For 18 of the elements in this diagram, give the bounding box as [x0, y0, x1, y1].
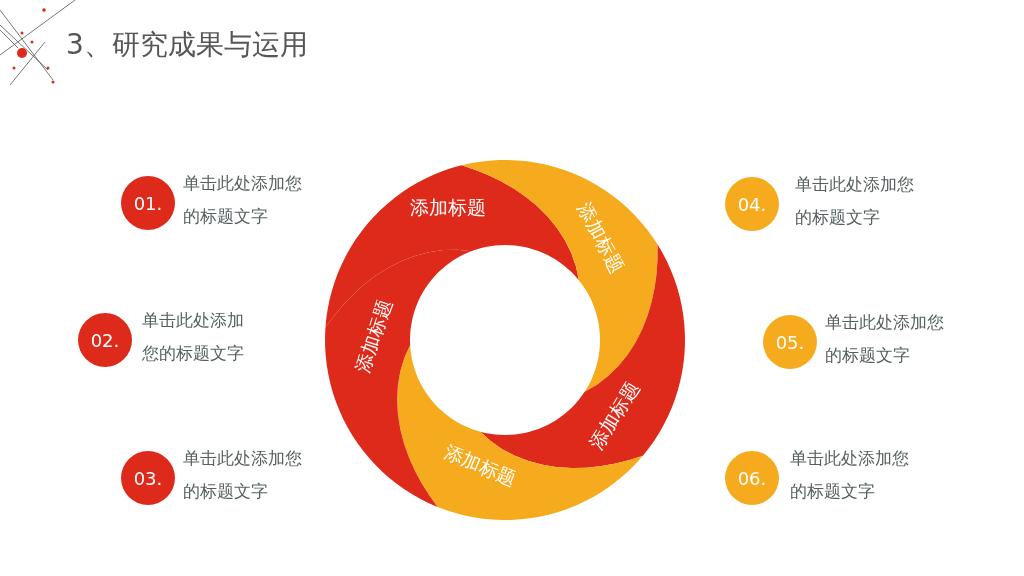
segment-label: 添加标题: [440, 439, 521, 492]
segment-label: 添加标题: [410, 195, 486, 220]
item-caption: 单击此处添加您的标题文字: [795, 173, 915, 229]
slide-title: 3、研究成果与运用: [66, 27, 308, 63]
segment-label: 添加标题: [572, 198, 630, 278]
item-caption: 单击此处添加您的标题文字: [825, 311, 945, 367]
number-badge: 03.: [121, 451, 175, 505]
number-badge: 05.: [763, 315, 817, 369]
segment-label: 添加标题: [583, 376, 645, 456]
item-caption: 单击此处添加您的标题文字: [142, 309, 245, 365]
item-caption: 单击此处添加您的标题文字: [183, 172, 303, 228]
item-caption: 单击此处添加您的标题文字: [790, 447, 910, 503]
number-badge: 04.: [725, 177, 779, 231]
number-badge: 06.: [725, 451, 779, 505]
number-badge: 02.: [78, 313, 132, 367]
number-badge: 01.: [121, 176, 175, 230]
item-caption: 单击此处添加您的标题文字: [183, 447, 303, 503]
segment-label: 添加标题: [349, 295, 397, 377]
